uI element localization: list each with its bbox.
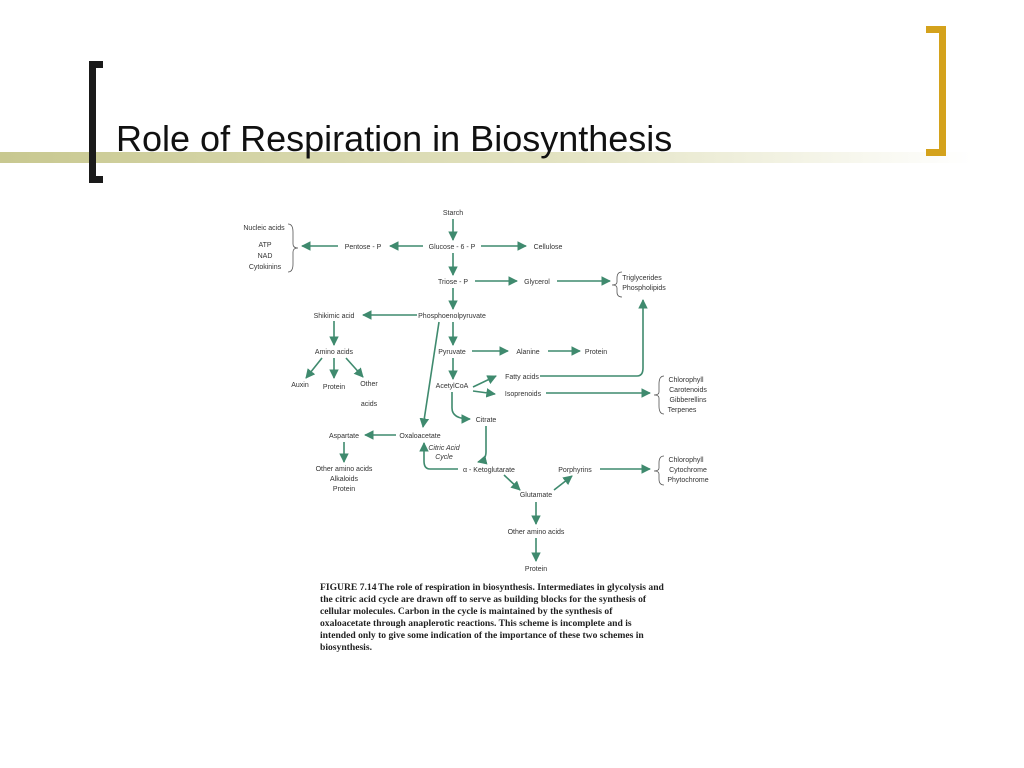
pathway-diagram: Starch Glucose - 6 - P Pentose - P Cellu…: [243, 210, 708, 653]
figure-caption-line-5: intended only to give some indication of…: [320, 630, 644, 641]
node-pentose-p: Pentose - P: [345, 244, 382, 251]
node-alkaloids: Alkaloids: [330, 476, 359, 483]
node-oxaloacetate: Oxaloacetate: [399, 433, 440, 440]
figure-caption-line-4: oxaloacetate through anaplerotic reactio…: [320, 618, 632, 629]
node-porphyrins: Porphyrins: [558, 467, 592, 474]
node-aspartate: Aspartate: [329, 433, 359, 440]
node-citric-acid: Citric Acid: [428, 445, 460, 452]
node-nucleic-acids: Nucleic acids: [243, 225, 285, 232]
node-alanine: Alanine: [516, 349, 539, 356]
node-protein-1: Protein: [323, 384, 345, 391]
node-pyruvate: Pyruvate: [438, 349, 466, 356]
node-nad: NAD: [258, 253, 273, 260]
node-gibberellins: Gibberellins: [670, 397, 707, 404]
node-alpha-ketoglutarate: α - Ketoglutarate: [463, 467, 515, 474]
node-amino-acids: Amino acids: [315, 349, 354, 356]
node-carotenoids: Carotenoids: [669, 387, 707, 394]
slide-title: Role of Respiration in Biosynthesis: [116, 118, 673, 159]
node-isoprenoids: Isoprenoids: [505, 391, 542, 398]
brace-nucleotides: [287, 223, 299, 273]
biosynthesis-figure: Starch Glucose - 6 - P Pentose - P Cellu…: [230, 200, 725, 667]
node-chlorophyll-2: Chlorophyll: [668, 457, 703, 464]
node-protein-2: Protein: [585, 349, 607, 356]
node-cytokinins: Cytokinins: [249, 264, 282, 271]
node-glycerol: Glycerol: [524, 279, 550, 286]
figure-caption-line-1: The role of respiration in biosynthesis.…: [378, 582, 665, 593]
node-fatty-acids: Fatty acids: [505, 374, 539, 381]
node-cellulose: Cellulose: [534, 244, 563, 251]
node-phosphoenolpyruvate: Phosphoenolpyruvate: [418, 313, 486, 320]
node-other-amino-acids-2: Other amino acids: [508, 529, 565, 536]
node-citrate: Citrate: [476, 417, 497, 424]
node-triglycerides: Triglycerides: [622, 275, 662, 282]
node-other: Other: [360, 381, 378, 388]
node-atp: ATP: [258, 242, 271, 249]
title-underline-bar: [0, 152, 1024, 163]
brace-lipids: [611, 271, 623, 298]
node-protein-4: Protein: [525, 566, 547, 573]
node-chlorophyll-1: Chlorophyll: [668, 377, 703, 384]
node-protein-3: Protein: [333, 486, 355, 493]
node-phospholipids: Phospholipids: [622, 285, 666, 292]
node-terpenes: Terpenes: [668, 407, 697, 414]
node-shikimic-acid: Shikimic acid: [314, 313, 355, 320]
node-acids: acids: [361, 401, 378, 408]
node-cycle: Cycle: [435, 454, 453, 461]
node-cytochrome: Cytochrome: [669, 467, 707, 474]
node-glucose-6-p: Glucose - 6 - P: [429, 244, 476, 251]
right-bracket-decoration: [926, 26, 946, 156]
node-starch: Starch: [443, 210, 463, 217]
node-glutamate: Glutamate: [520, 492, 552, 499]
brace-isoprenoids: [653, 375, 665, 415]
node-acetylcoa: AcetylCoA: [436, 383, 469, 390]
node-other-amino-acids-1: Other amino acids: [316, 466, 373, 473]
figure-caption-line-3: cellular molecules. Carbon in the cycle …: [320, 606, 613, 617]
figure-caption-line-2: the citric acid cycle are drawn off to s…: [320, 594, 647, 605]
node-auxin: Auxin: [291, 382, 309, 389]
left-bracket-decoration: [89, 61, 103, 183]
figure-caption-line-6: biosynthesis.: [320, 642, 372, 653]
node-phytochrome: Phytochrome: [667, 477, 708, 484]
brace-porphyrins: [653, 455, 665, 486]
node-triose-p: Triose - P: [438, 279, 468, 286]
figure-caption-label: FIGURE 7.14: [320, 582, 377, 593]
